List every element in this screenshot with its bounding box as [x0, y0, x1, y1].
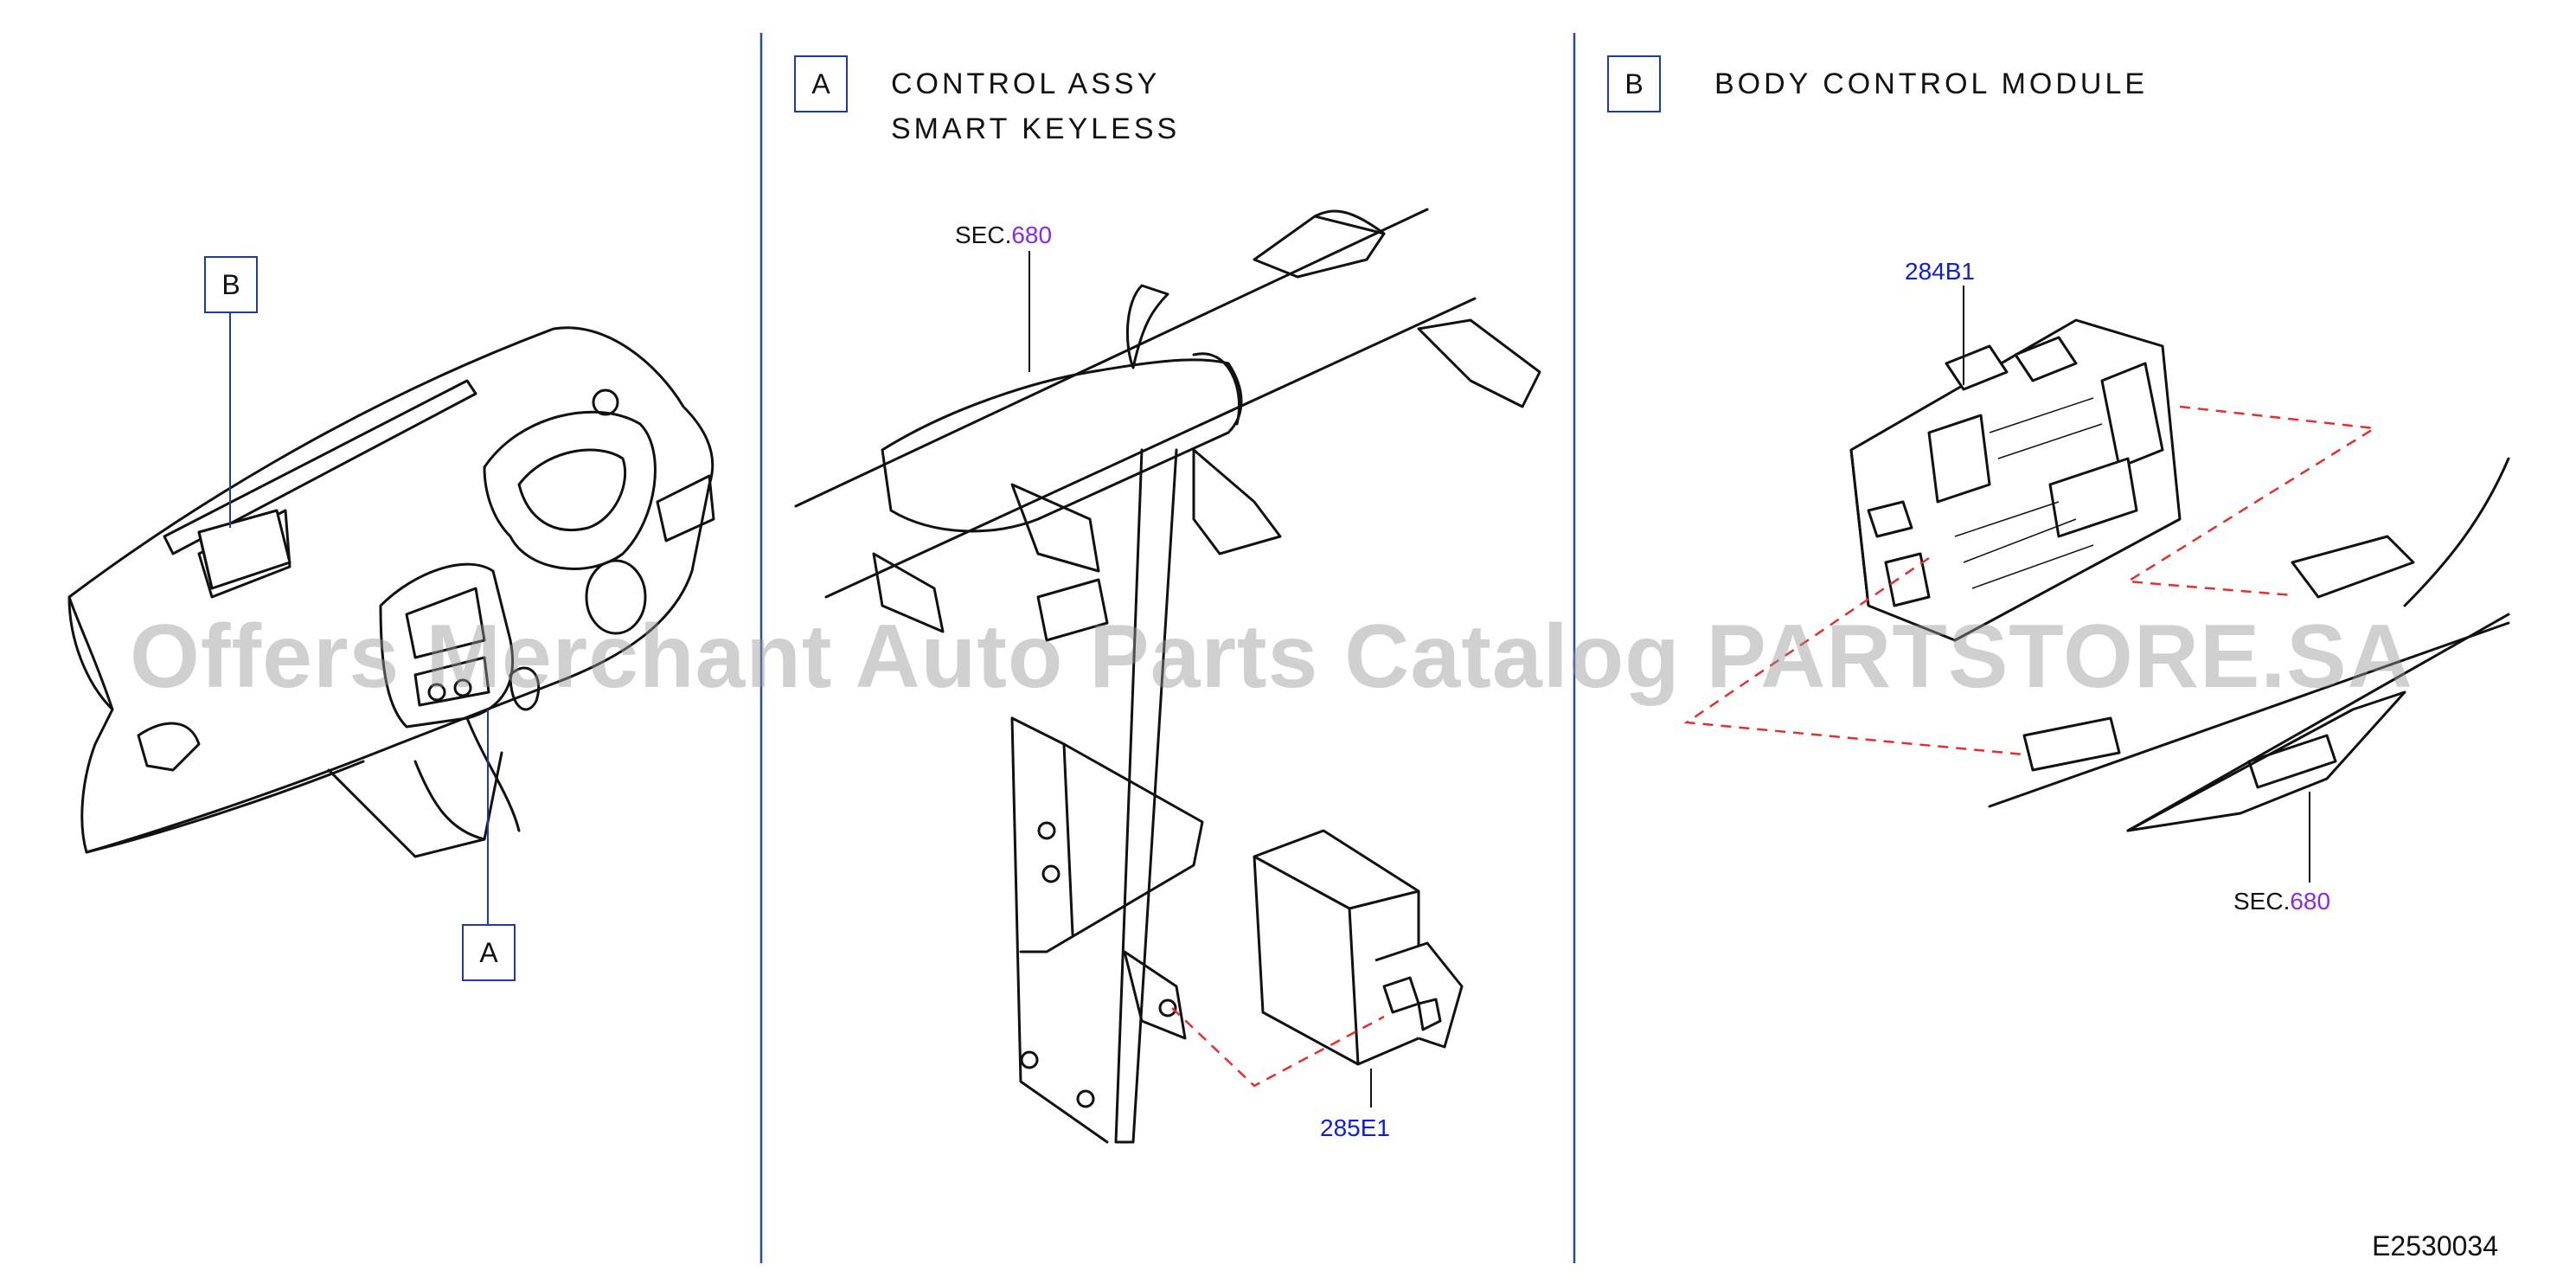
dashboard-overview-illustration	[67, 326, 715, 858]
steering-column-illustration	[794, 208, 1541, 1144]
part-284b1-link[interactable]: 284B1	[1905, 258, 1975, 285]
instrument-panel-bracket	[1988, 457, 2510, 832]
dashed-mount-lines-b	[1683, 405, 2378, 756]
part-285e1-link[interactable]: 285E1	[1320, 1114, 1390, 1141]
panel-a-title-line2: SMART KEYLESS	[891, 112, 1181, 145]
panel-a-key: A	[794, 55, 848, 112]
panel-b-key: B	[1607, 55, 1661, 112]
overview-callout-a[interactable]: A	[462, 924, 516, 981]
dashed-mount-line-a	[1171, 1007, 1385, 1088]
overview-callout-b[interactable]: B	[204, 256, 258, 313]
watermark-text: Offers Merchant Auto Parts Catalog PARTS…	[130, 607, 2413, 707]
sec-680-link-b[interactable]: 680	[2290, 888, 2331, 915]
panel-a-title-line1: CONTROL ASSY	[891, 67, 1161, 100]
smart-keyless-control-unit	[1253, 829, 1464, 1066]
figure-id: E2530034	[2372, 1230, 2498, 1262]
sec-680-link-a[interactable]: 680	[1011, 221, 1053, 248]
body-control-module-unit	[1849, 318, 2182, 642]
panel-b-title: BODY CONTROL MODULE	[1714, 67, 2149, 100]
sec-680-label-b[interactable]: SEC.680	[2233, 888, 2331, 915]
sec-680-label-a[interactable]: SEC.680	[955, 221, 1053, 248]
